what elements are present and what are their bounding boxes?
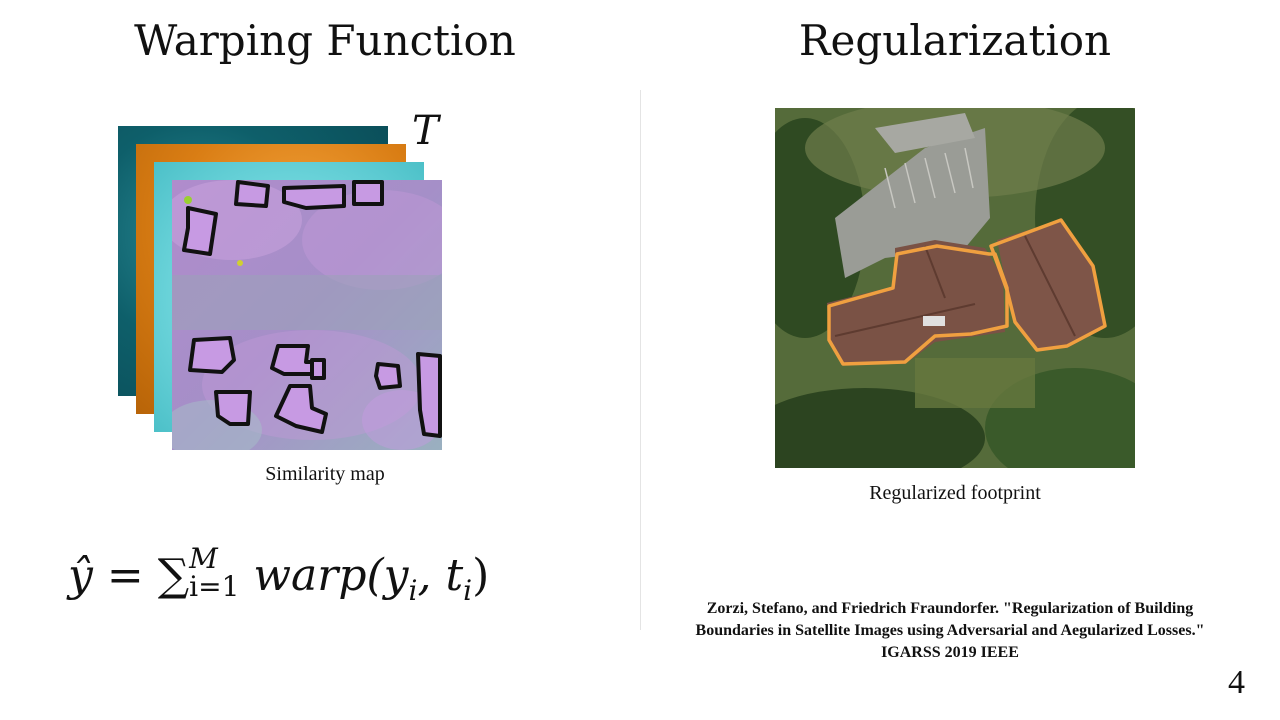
citation-line-3: IGARSS 2019 IEEE [881, 644, 1019, 661]
similarity-map-caption: Similarity map [265, 463, 385, 485]
regularized-footprint-caption: Regularized footprint [869, 482, 1041, 504]
formula-argument: (y [366, 550, 409, 601]
formula-sub-t: i [463, 573, 473, 607]
citation-line-2: Boundaries in Satellite Images using Adv… [695, 622, 1205, 639]
section-divider [640, 90, 641, 630]
citation: Zorzi, Stefano, and Friedrich Fraundorfe… [645, 598, 1255, 664]
regularization-title: Regularization [798, 16, 1112, 65]
formula-upper-limit: M [189, 541, 218, 575]
formula-close: ) [472, 550, 490, 601]
formula-equals: = [106, 550, 144, 601]
warping-function-title: Warping Function [134, 16, 516, 65]
stack-label-t: T [412, 108, 439, 154]
aerial-graphic [745, 98, 1175, 488]
formula-lower-limit: i=1 [189, 569, 240, 603]
formula-function-name: warp [253, 550, 367, 601]
aerial-image [745, 98, 1175, 488]
slide-number: 4 [1228, 664, 1245, 701]
formula-sum-symbol: ∑ [157, 550, 190, 601]
citation-line-1: Zorzi, Stefano, and Friedrich Fraundorfe… [706, 600, 1194, 617]
formula-lhs: ŷ [68, 550, 93, 601]
formula-comma: , t [417, 550, 464, 601]
formula-sub-y: i [408, 573, 418, 607]
similarity-map-image [172, 180, 442, 450]
similarity-map-graphic [172, 180, 442, 450]
